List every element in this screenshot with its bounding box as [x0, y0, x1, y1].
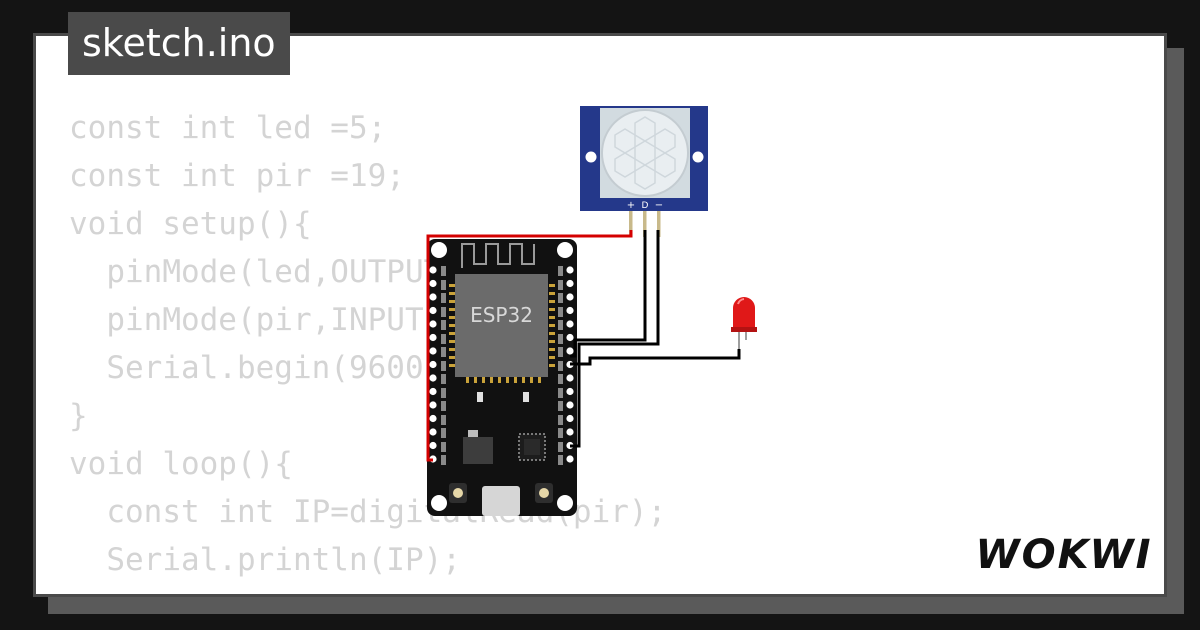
wire-gnd — [570, 230, 660, 448]
code-line: pinMode(led,OUTPUT); — [69, 254, 480, 290]
code-line: void setup(){ — [69, 206, 312, 242]
code-line: pinMode(pir,INPUT); — [69, 302, 461, 338]
wokwi-logo-text: WOKWI — [978, 532, 1150, 578]
code-line: void loop(){ — [69, 446, 293, 482]
voltage-regulator — [463, 437, 493, 464]
esp32-chip-label: ESP32 — [470, 303, 533, 327]
pir-sensor[interactable]: + D − — [580, 106, 708, 237]
code-line: Serial.println(IP); — [69, 542, 461, 578]
code-line: const int pir =19; — [69, 158, 405, 194]
smd-component — [523, 392, 529, 402]
esp32-board[interactable]: ESP32 — [427, 239, 577, 516]
left-header-pins — [429, 266, 437, 463]
regulator-tab — [468, 430, 478, 437]
right-header-pins — [566, 266, 574, 463]
chip-pads — [449, 284, 555, 383]
wire-pir-signal — [570, 230, 647, 358]
wire-led — [570, 349, 741, 366]
code-line: delay(100); — [69, 584, 666, 594]
antenna-trace — [461, 243, 535, 268]
micro-usb-port — [482, 486, 520, 516]
wokwi-logo: WOKWI — [978, 532, 1150, 578]
file-tab: sketch.ino — [68, 12, 290, 75]
pir-pin-label-gnd: − — [655, 200, 663, 211]
esp32-chip — [455, 274, 548, 377]
pir-pins — [629, 211, 661, 237]
led[interactable] — [731, 297, 757, 350]
pir-pin-label-data: D — [642, 201, 649, 211]
pir-pin-label-vcc: + — [627, 200, 635, 211]
pir-fresnel-lens — [601, 109, 689, 197]
pin-silkscreen — [441, 266, 563, 465]
wire-vcc — [426, 230, 633, 462]
smd-component — [477, 392, 483, 402]
code-line: const int led =5; — [69, 110, 387, 146]
code-line: } — [69, 398, 88, 434]
code-line: Serial.begin(9600); — [69, 350, 461, 386]
